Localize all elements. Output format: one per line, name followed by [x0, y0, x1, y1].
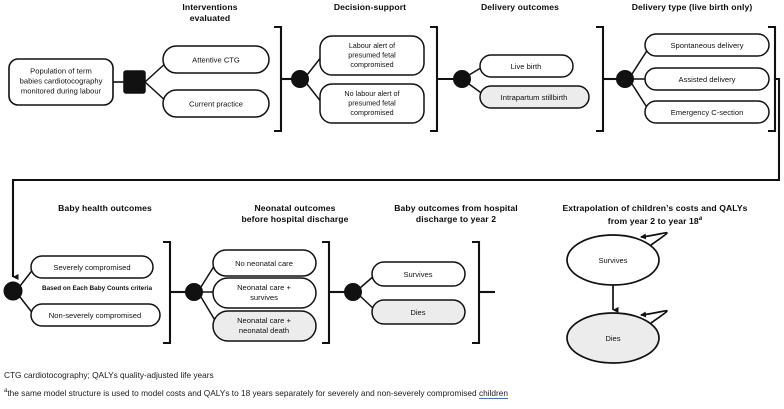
stage-label-interventions: Interventions evaluated — [160, 2, 260, 23]
node-population-root-line3: monitored during labour — [21, 87, 102, 96]
stage-label-neonatal-line2: before hospital discharge — [241, 213, 349, 224]
node-current-practice-label: Current practice — [189, 100, 243, 109]
chance-node-neonatal — [185, 283, 203, 301]
node-no-labour-alert — [319, 83, 425, 124]
edge-dt-to-csection — [631, 83, 649, 110]
edge-neo-to-care-death — [200, 296, 217, 323]
stage-label-extrapolation-line2-text: from year 2 to year 18 — [607, 215, 699, 226]
node-labour-alert-line1: Labour alert of — [349, 41, 395, 50]
node-attentive-ctg — [162, 45, 270, 74]
node-neonatal-care-survives — [212, 277, 317, 309]
footnote-marker-a-ref: a — [4, 388, 8, 395]
node-severely-compromised — [30, 255, 154, 279]
node-population-root-line1: Population of term — [30, 67, 92, 76]
stage-label-interventions-line2: evaluated — [189, 12, 231, 23]
markov-selfloop-dies — [640, 309, 668, 324]
node-population-root-line2: babies cardiotocography — [20, 77, 103, 86]
stage-label-extrapolation-line1: Extrapolation of children’s costs and QA… — [562, 203, 748, 213]
footnote-spellcheck-word: children — [478, 388, 509, 399]
node-neonatal-care-survives-line2: survives — [250, 293, 278, 302]
chance-node-baby-health — [3, 281, 23, 301]
node-assisted-delivery — [644, 67, 770, 91]
node-no-neonatal-care-label: No neonatal care — [235, 259, 293, 268]
node-emergency-csection-label: Emergency C-section — [671, 108, 744, 117]
node-attentive-ctg-label: Attentive CTG — [192, 56, 240, 65]
stage-label-baby-health: Baby health outcomes — [58, 203, 152, 213]
bracket-baby-outcomes — [472, 240, 481, 345]
node-intrapartum-stillbirth-label: Intrapartum stillbirth — [501, 93, 568, 102]
node-labour-alert — [319, 35, 425, 76]
node-neonatal-care-death-line1: Neonatal care + — [237, 316, 291, 325]
node-intrapartum-stillbirth — [479, 85, 590, 109]
node-neonatal-care-death — [212, 310, 317, 342]
markov-selfloop-survives — [640, 231, 668, 246]
baby-health-criteria-note: Based on Each Baby Counts criteria — [41, 285, 153, 292]
node-no-labour-alert-line3: compromised — [350, 108, 393, 117]
decision-node-square — [123, 70, 146, 94]
node-live-birth — [479, 54, 574, 78]
node-labour-alert-line3: compromised — [350, 60, 393, 69]
row-wrap-connector — [11, 77, 781, 280]
bracket-baby-health — [163, 240, 172, 345]
node-dies-year2 — [371, 299, 466, 325]
markov-state-dies — [566, 312, 660, 364]
chance-node-decision-support — [291, 70, 309, 88]
stage-label-neonatal-line1: Neonatal outcomes — [254, 203, 336, 213]
stage-label-decision-support: Decision-support — [333, 2, 407, 12]
node-no-neonatal-care — [212, 249, 317, 277]
node-neonatal-care-survives-line1: Neonatal care + — [237, 283, 291, 292]
stage-label-interventions-line1: Interventions — [182, 2, 238, 12]
footnote-abbreviations: CTG cardiotocography; QALYs quality-adju… — [4, 370, 214, 380]
node-spontaneous-delivery-label: Spontaneous delivery — [670, 41, 743, 50]
footnote-marker-a: a — [698, 215, 703, 222]
node-labour-alert-line2: presumed fetal — [348, 51, 396, 60]
node-live-birth-label: Live birth — [511, 62, 542, 71]
edge-dt-to-spontaneous — [631, 48, 649, 75]
node-survives-year2-label: Survives — [403, 270, 432, 279]
stage-label-baby-outcomes-line1: Baby outcomes from hospital — [394, 203, 518, 213]
node-neonatal-care-death-line2: neonatal death — [239, 326, 289, 335]
chance-node-delivery-outcomes — [453, 70, 471, 88]
stage-label-baby-outcomes-line2: discharge to year 2 — [415, 213, 497, 224]
footnote-model-structure-text: the same model structure is used to mode… — [7, 388, 479, 398]
node-no-labour-alert-line1: No labour alert of — [344, 89, 399, 98]
markov-state-survives-label: Survives — [598, 256, 627, 265]
node-non-severely-compromised — [30, 303, 161, 327]
node-dies-year2-label: Dies — [410, 308, 425, 317]
node-emergency-csection — [644, 100, 770, 124]
node-non-severely-compromised-label: Non-severely compromised — [49, 311, 141, 320]
node-current-practice — [162, 89, 270, 118]
stage-label-delivery-outcomes: Delivery outcomes — [480, 2, 560, 12]
chance-node-delivery-type — [616, 70, 634, 88]
node-survives-year2 — [371, 261, 466, 287]
node-severely-compromised-label: Severely compromised — [53, 263, 130, 272]
footnote-model-structure: athe same model structure is used to mod… — [4, 388, 509, 399]
bracket-neonatal — [322, 240, 331, 345]
stage-label-neonatal: Neonatal outcomes before hospital discha… — [215, 203, 375, 224]
node-no-labour-alert-line2: presumed fetal — [348, 99, 396, 108]
bracket-interventions — [274, 25, 283, 133]
bracket-delivery-outcomes — [596, 25, 605, 133]
node-spontaneous-delivery — [644, 33, 770, 57]
markov-state-dies-label: Dies — [605, 334, 620, 343]
stage-label-delivery-type: Delivery type (live birth only) — [631, 2, 753, 12]
bracket-decision-support — [430, 25, 439, 133]
chance-node-baby-outcomes — [344, 283, 362, 301]
stage-label-extrapolation-line2: from year 2 to year 18a — [530, 214, 780, 226]
stage-label-baby-outcomes: Baby outcomes from hospital discharge to… — [370, 203, 542, 224]
stage-label-extrapolation: Extrapolation of children’s costs and QA… — [530, 203, 780, 226]
node-assisted-delivery-label: Assisted delivery — [679, 75, 736, 84]
